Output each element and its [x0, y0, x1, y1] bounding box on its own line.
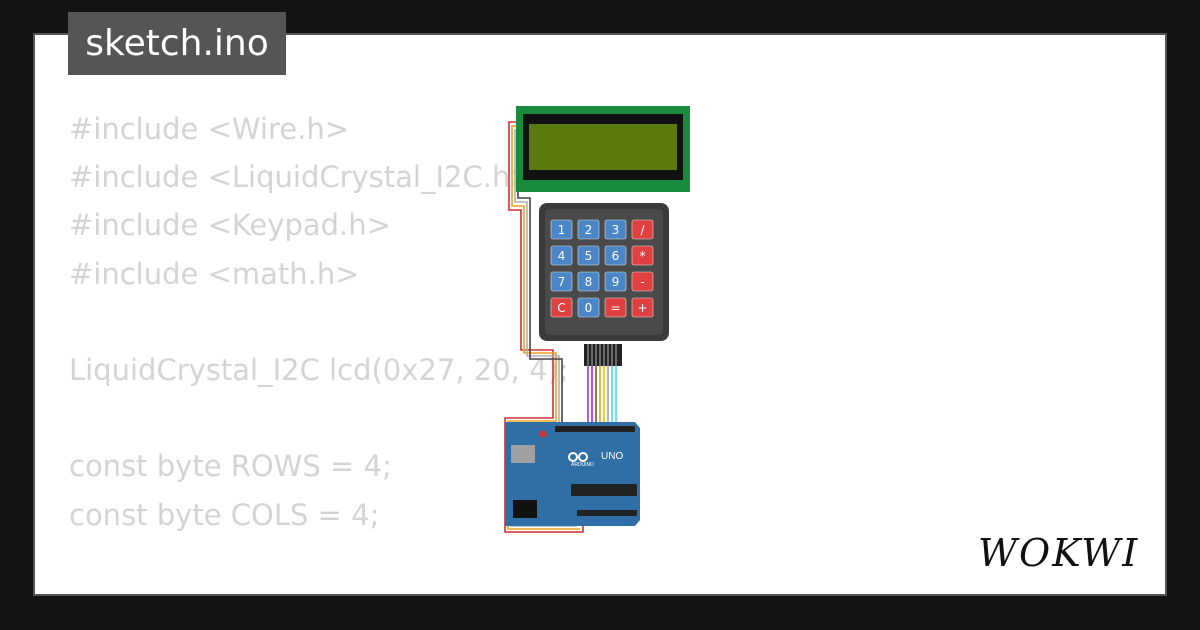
code-line: #include <math.h> [69, 256, 360, 291]
keypad-key-label: + [637, 301, 647, 315]
lcd-display [516, 106, 690, 192]
keypad-key: + [631, 297, 654, 318]
code-line [69, 298, 569, 346]
code-line: #include <Keypad.h> [69, 208, 391, 243]
keypad-key-label: 0 [585, 301, 593, 315]
code-line [69, 394, 569, 442]
code-line: const byte ROWS = 4; [69, 449, 392, 484]
keypad-wires [587, 366, 617, 430]
wokwi-logo: WOKWI [978, 531, 1139, 575]
keypad-key: / [631, 219, 654, 240]
wokwi-logo-text: WOKWI [978, 531, 1139, 575]
keypad-key: * [631, 245, 654, 266]
file-tab-label: sketch.ino [85, 23, 269, 64]
code-preview: #include <Wire.h> #include <LiquidCrystal… [69, 105, 569, 595]
keypad-key: - [631, 271, 654, 292]
keypad-key-label: 6 [612, 249, 620, 263]
keypad-key-label: 9 [612, 275, 620, 289]
keypad-key-label: 1 [558, 223, 566, 237]
keypad-key-label: 7 [558, 275, 566, 289]
keypad-key: 6 [604, 245, 627, 266]
keypad-key: 5 [577, 245, 600, 266]
arduino-model: UNO [601, 451, 623, 462]
code-line: LiquidCrystal_I2C lcd(0x27, 20, 4); [69, 352, 569, 387]
arduino-uno: ARDUINO UNO [505, 422, 640, 526]
keypad-keys: 1 2 3 / 4 5 6 * 7 8 9 - C 0 = + [550, 219, 654, 318]
code-line: const byte COLS = 4; [69, 497, 380, 532]
keypad-key: C [550, 297, 573, 318]
code-line: #include <LiquidCrystal_I2C.h> [69, 160, 535, 195]
keypad-key-label: 8 [585, 275, 593, 289]
keypad-key: = [604, 297, 627, 318]
code-line: char keys[ROWS][COLS] = { [69, 587, 569, 595]
keypad-key: 2 [577, 219, 600, 240]
keypad-key: 3 [604, 219, 627, 240]
keypad-key-label: = [610, 301, 620, 315]
keypad-key: 9 [604, 271, 627, 292]
keypad-key-label: * [640, 249, 646, 263]
keypad-key-label: / [640, 223, 645, 237]
arduino-brand: ARDUINO [571, 462, 594, 468]
keypad-key: 8 [577, 271, 600, 292]
arduino-infinity-icon [568, 452, 588, 462]
keypad: 1 2 3 / 4 5 6 * 7 8 9 - C 0 = + [539, 203, 669, 366]
keypad-key: 4 [550, 245, 573, 266]
keypad-key-label: C [557, 301, 565, 315]
keypad-key-label: 4 [558, 249, 566, 263]
keypad-key-label: 3 [612, 223, 620, 237]
keypad-key-label: 5 [585, 249, 593, 263]
keypad-key-label: 2 [585, 223, 593, 237]
file-tab[interactable]: sketch.ino [68, 12, 286, 75]
keypad-key: 0 [577, 297, 600, 318]
keypad-key: 1 [550, 219, 573, 240]
keypad-key-label: - [640, 275, 644, 289]
code-line [69, 539, 569, 587]
code-line: #include <Wire.h> [69, 112, 350, 146]
circuit-diagram: 1 2 3 / 4 5 6 * 7 8 9 - C 0 = + ARDUINO UNO [504, 106, 690, 533]
keypad-key: 7 [550, 271, 573, 292]
